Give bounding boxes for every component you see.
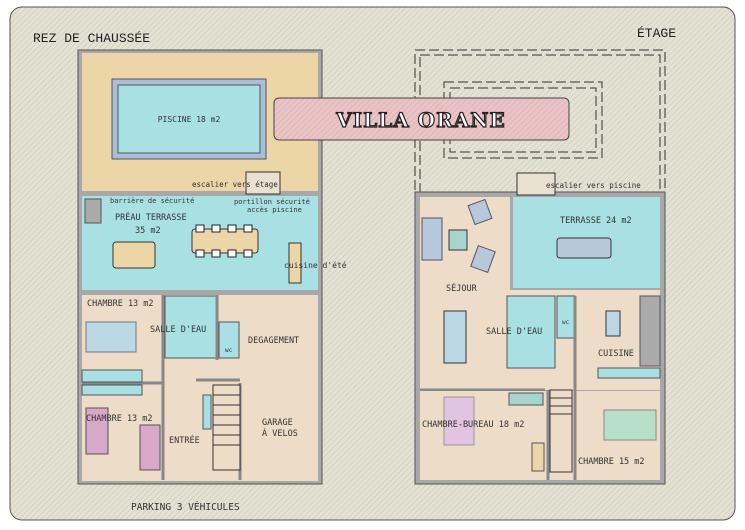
bed <box>139 424 161 471</box>
desk <box>531 442 545 472</box>
pool-label: PISCINE 18 m2 <box>158 115 221 124</box>
bed <box>603 409 657 441</box>
barrier-label: barrière de sécurité <box>110 197 194 205</box>
stair-to-pool-icon <box>516 172 556 196</box>
stair-label: escalier vers étage <box>192 180 278 189</box>
terrace-table <box>556 237 612 259</box>
garage-label-2: À VELOS <box>262 427 298 439</box>
title-banner: VILLA ORANE <box>273 97 570 141</box>
bedroom-2-label: CHAMBRE 13 m2 <box>86 414 153 424</box>
preau-area: 35 m2 <box>135 226 161 236</box>
staircase <box>212 384 241 471</box>
villa-title: VILLA ORANE <box>335 108 506 132</box>
stair-to-upper-icon <box>245 171 281 195</box>
bed <box>85 321 137 353</box>
dining-table <box>443 310 467 364</box>
gate-label-2: accès piscine <box>247 206 302 214</box>
summer-kitchen <box>288 242 302 284</box>
shower-room <box>506 295 556 369</box>
shower-room <box>164 295 218 359</box>
bed <box>443 396 475 446</box>
upper-floor-plan: escalier vers piscine TERRASSE 24 m2 SÉJ… <box>414 49 666 485</box>
sofa <box>421 217 443 261</box>
shower-room-label: SALLE D'EAU <box>150 325 206 335</box>
shower-room-label: SALLE D'EAU <box>486 327 542 337</box>
outdoor-table <box>191 228 259 254</box>
entrance-label: ENTRÉE <box>169 434 200 446</box>
bed <box>85 407 109 455</box>
hallway-label: DEGAGEMENT <box>248 336 299 346</box>
summer-kitchen-label: cuisine d'été <box>284 260 347 270</box>
garage-label: GARAGE <box>262 418 293 428</box>
living-room-label: SÉJOUR <box>446 282 478 294</box>
wc <box>218 321 240 359</box>
bedroom-label: CHAMBRE 15 m2 <box>578 457 645 467</box>
kitchen-table <box>605 310 621 337</box>
bedroom-1-label: CHAMBRE 13 m2 <box>87 299 154 309</box>
ground-floor-heading: REZ DE CHAUSSÉE <box>33 31 150 46</box>
terrace-label: TERRASSE 24 m2 <box>560 216 632 226</box>
wc-label: wc <box>562 319 570 326</box>
preau-label: PRÉAU TERRASSE <box>115 211 187 223</box>
kitchen-label: CUISINE <box>598 349 634 359</box>
lounge <box>112 241 156 269</box>
upper-floor-heading: ÉTAGE <box>637 26 676 41</box>
gate-label: portillon sécurité <box>234 198 310 206</box>
staircase <box>549 389 573 473</box>
wc-label: wc <box>225 347 233 354</box>
parking-label: PARKING 3 VÉHICULES <box>131 501 240 513</box>
office-bedroom-label: CHAMBRE-BUREAU 18 m2 <box>422 420 524 430</box>
stair-label: escalier vers piscine <box>546 181 641 190</box>
wc <box>556 295 576 339</box>
